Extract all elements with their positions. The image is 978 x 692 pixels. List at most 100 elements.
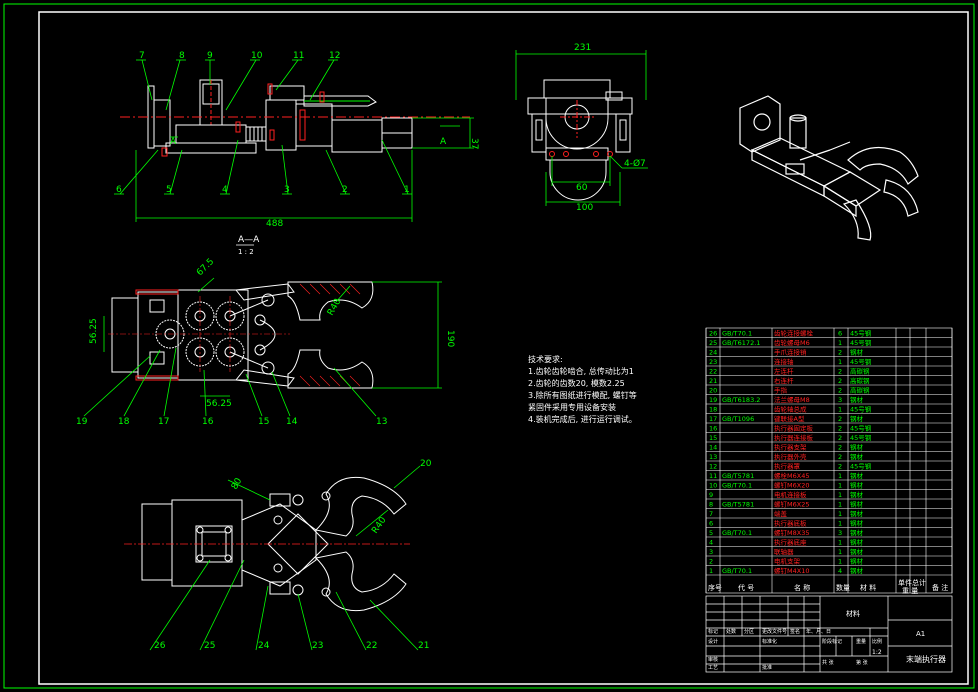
bom-cell-qty: 3 xyxy=(838,396,842,404)
bom-cell-mat: 45号钢 xyxy=(850,463,872,471)
balloon-17: 17 xyxy=(158,417,169,427)
bom-cell-mat: 钢材 xyxy=(850,414,864,423)
bom-cell-qty: 2 xyxy=(838,377,842,385)
gear-view-dimensions xyxy=(83,277,442,417)
bom-cell-qty: 6 xyxy=(838,330,842,338)
bom-cell-mat: 钢材 xyxy=(850,566,864,575)
inner-frame xyxy=(38,11,969,685)
notes-line-2: 2.齿轮的齿数20, 模数2.25 xyxy=(528,378,625,388)
bom-cell-mat: 45号钢 xyxy=(850,358,872,366)
bom-header-no: 序号 xyxy=(708,583,722,592)
bom-cell-no: 11 xyxy=(709,472,717,480)
bom-cell-mat: 钢材 xyxy=(850,500,864,509)
balloon-20: 20 xyxy=(420,459,432,469)
rev-label-count: 处数 xyxy=(726,628,736,635)
balloon-10: 10 xyxy=(251,51,263,61)
section-mark-right: A xyxy=(440,137,447,147)
bom-cell-qty: 1 xyxy=(838,548,842,556)
bom-cell-no: 18 xyxy=(709,406,717,414)
dim-gear-pitch-c: 56.25 xyxy=(206,399,232,409)
bom-cell-mat: 45号钢 xyxy=(850,434,872,442)
bom-cell-mat: 钢材 xyxy=(850,481,864,490)
bom-cell-name: 执行器支架 xyxy=(774,443,807,452)
bom-cell-qty: 2 xyxy=(838,444,842,452)
rev-label-date: 年、月、日 xyxy=(806,628,831,635)
balloon-9: 9 xyxy=(207,51,213,61)
bom-cell-no: 14 xyxy=(709,444,717,452)
dim-side-width: 231 xyxy=(574,43,591,53)
balloon-12: 12 xyxy=(329,51,340,61)
bom-cell-no: 6 xyxy=(709,520,713,528)
bom-cell-name: 执行器底座 xyxy=(774,538,807,547)
side-view-dimensions xyxy=(515,50,648,206)
bom-cell-code: GB/T6183.2 xyxy=(722,396,760,404)
balloon-4: 4 xyxy=(222,185,228,195)
hole-callout: 4-Ø7 xyxy=(624,158,646,169)
rev-label-mark: 标记 xyxy=(708,628,718,635)
dim-gear-length: 190 xyxy=(445,330,455,347)
bom-cell-name: 手指 xyxy=(774,386,788,395)
bom-cell-no: 1 xyxy=(709,567,713,575)
bom-cell-mat: 钢材 xyxy=(850,395,864,404)
bom-cell-mat: 钢材 xyxy=(850,528,864,537)
bom-cell-no: 2 xyxy=(709,558,713,566)
balloon-23: 23 xyxy=(312,641,323,651)
bom-cell-name: 电机连接板 xyxy=(774,490,807,499)
rev-label-doc: 更改文件号 xyxy=(762,628,787,635)
dim-base-width: 100 xyxy=(576,203,593,213)
bom-cell-qty: 2 xyxy=(838,387,842,395)
balloon-19: 19 xyxy=(76,417,88,427)
dim-overall-length: 488 xyxy=(266,219,283,229)
balloon-8: 8 xyxy=(179,51,185,61)
bom-header-weight: 重 量 xyxy=(902,587,918,595)
balloon-25: 25 xyxy=(204,641,215,651)
bom-cell-name: 齿轮轴总成 xyxy=(774,405,807,414)
bom-cell-name: 左连杆 xyxy=(774,367,794,376)
bom-cell-no: 20 xyxy=(709,387,717,395)
title-material-label: 材料 xyxy=(846,609,860,618)
label-stage: 阶段标记 xyxy=(822,638,842,645)
balloon-14: 14 xyxy=(286,417,298,427)
bom-cell-name: 连接轴 xyxy=(774,357,794,366)
dim-gear-pitch-a: 67.5 xyxy=(195,257,216,278)
bom-cell-qty: 2 xyxy=(838,434,842,442)
bom-cell-name: 螺钉M6X25 xyxy=(774,500,809,509)
bom-cell-no: 5 xyxy=(709,529,713,537)
iso-view xyxy=(739,95,919,241)
outer-frame xyxy=(3,3,975,689)
bom-cell-qty: 1 xyxy=(838,491,842,499)
balloon-16: 16 xyxy=(202,417,214,427)
title-block: 材料 A1 末端执行器 标记 处数 分区 更改文件号 签名 年、月、日 设计 标… xyxy=(705,595,953,673)
bom-header-remark: 备 注 xyxy=(932,583,948,592)
label-sheets: 共 张 xyxy=(822,659,834,666)
bom-header: 序号 代 号 名 称 数量 材 料 单件 总计 重 量 备 注 xyxy=(708,578,948,595)
bom-cell-code: GB/T6172.1 xyxy=(722,339,760,347)
label-standard: 标准化 xyxy=(762,638,777,645)
bom-cell-mat: 钢材 xyxy=(850,547,864,556)
bom-cell-name: 螺钉M8X35 xyxy=(774,528,809,537)
label-approve: 批准 xyxy=(762,664,772,671)
bom-cell-no: 17 xyxy=(709,415,717,423)
bom-cell-qty: 1 xyxy=(838,501,842,509)
dim-open-angle: 80 xyxy=(230,476,245,491)
bom-cell-code: GB/T5781 xyxy=(722,501,754,509)
bom-header-total-weight: 总计 xyxy=(912,578,926,587)
side-view xyxy=(527,79,633,201)
bom-header-unit-weight: 单件 xyxy=(898,578,912,587)
bom-cell-no: 23 xyxy=(709,358,717,366)
notes-line-3: 3.除所有图纸进行模配, 螺钉等 xyxy=(528,390,637,400)
bom-cell-mat: 高碳钢 xyxy=(850,367,870,376)
balloon-2: 2 xyxy=(342,185,348,195)
